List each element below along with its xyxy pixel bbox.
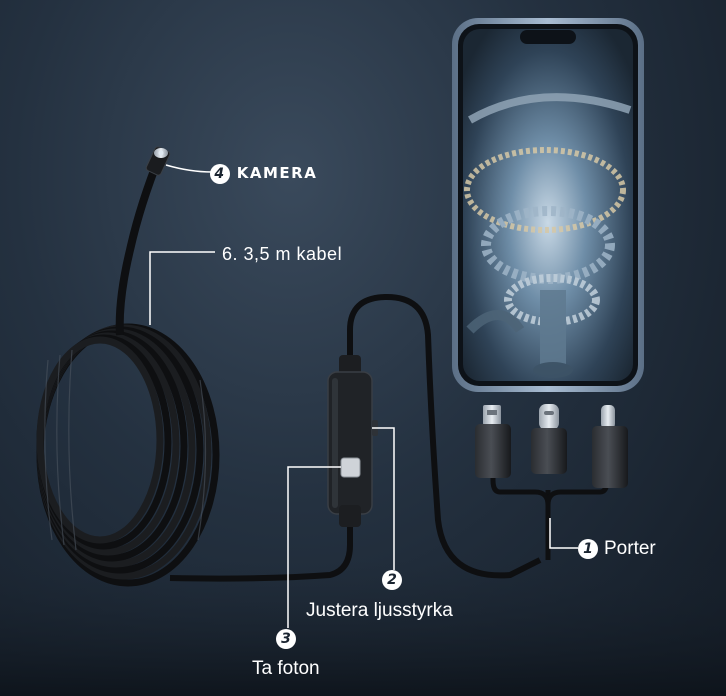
photo-number: 3	[276, 628, 296, 649]
coiled-cable	[36, 323, 220, 587]
photo-label: Ta foton	[252, 658, 320, 679]
smartphone	[452, 18, 644, 392]
control-box	[327, 355, 378, 527]
probe-cable	[115, 153, 164, 336]
ports-label: 1 Porter	[578, 537, 656, 561]
cable-to-control	[169, 520, 353, 582]
camera-label-text: KAMERA	[236, 164, 318, 182]
photo-number-badge: 3	[276, 628, 296, 649]
camera-head	[145, 146, 171, 176]
ports-number-badge: 1	[578, 539, 598, 559]
phone-notch	[520, 30, 576, 44]
photo-button-icon	[340, 457, 361, 478]
leader-lines	[149, 164, 578, 628]
cable-label: 6. 3,5 m kabel	[222, 244, 343, 264]
brightness-number: 2	[382, 569, 402, 590]
lightning-plug	[592, 405, 628, 488]
usb-c-plug	[531, 404, 567, 474]
cable-to-splitter	[347, 293, 542, 579]
camera-label: 4 KAMERA	[210, 162, 317, 184]
coil-highlights	[44, 349, 207, 551]
micro-usb-plug	[475, 405, 511, 478]
brightness-label: Justera ljusstyrka	[306, 600, 453, 621]
camera-number-badge: 4	[210, 163, 230, 184]
brightness-number-badge: 2	[382, 569, 402, 590]
ports-label-text: Porter	[604, 538, 656, 559]
gearbox-image	[464, 93, 632, 378]
